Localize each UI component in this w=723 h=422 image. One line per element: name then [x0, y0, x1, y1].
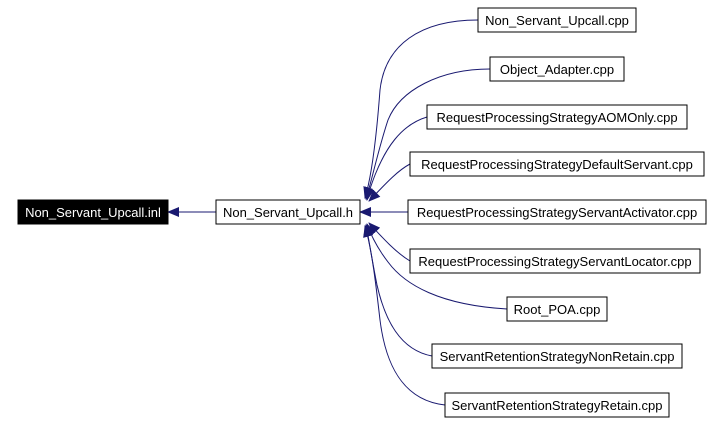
edge-includer-8 — [363, 224, 433, 357]
node-includer-label: Non_Servant_Upcall.cpp — [485, 13, 629, 28]
node-includer-6[interactable]: RequestProcessingStrategyServantLocator.… — [409, 248, 701, 274]
node-includer-5[interactable]: RequestProcessingStrategyServantActivato… — [407, 199, 707, 225]
node-root[interactable]: Non_Servant_Upcall.inl — [17, 199, 169, 225]
node-includer-1[interactable]: Non_Servant_Upcall.cpp — [477, 7, 637, 33]
edge-includer-4 — [368, 163, 411, 202]
nodes: Non_Servant_Upcall.inl Non_Servant_Upcal… — [17, 7, 707, 418]
node-includer-7[interactable]: Root_POA.cpp — [506, 296, 608, 322]
node-root-label: Non_Servant_Upcall.inl — [25, 205, 161, 220]
edge-includer-2 — [364, 68, 491, 200]
node-includer-3[interactable]: RequestProcessingStrategyAOMOnly.cpp — [426, 104, 688, 130]
node-includer-4[interactable]: RequestProcessingStrategyDefaultServant.… — [409, 151, 705, 177]
edges — [167, 19, 508, 406]
node-header-label: Non_Servant_Upcall.h — [223, 205, 353, 220]
node-includer-label: Root_POA.cpp — [514, 302, 601, 317]
node-includer-label: RequestProcessingStrategyDefaultServant.… — [421, 157, 693, 172]
node-includer-8[interactable]: ServantRetentionStrategyNonRetain.cpp — [431, 343, 683, 369]
node-includer-label: ServantRetentionStrategyNonRetain.cpp — [440, 349, 675, 364]
edge-includer-1 — [363, 19, 479, 199]
node-includer-2[interactable]: Object_Adapter.cpp — [489, 56, 625, 82]
node-header[interactable]: Non_Servant_Upcall.h — [215, 199, 361, 225]
node-includer-label: Object_Adapter.cpp — [500, 62, 614, 77]
node-includer-9[interactable]: ServantRetentionStrategyRetain.cpp — [444, 392, 670, 418]
node-includer-label: ServantRetentionStrategyRetain.cpp — [451, 398, 662, 413]
node-includer-label: RequestProcessingStrategyServantActivato… — [417, 205, 697, 220]
node-includer-label: RequestProcessingStrategyAOMOnly.cpp — [436, 110, 677, 125]
node-includer-label: RequestProcessingStrategyServantLocator.… — [418, 254, 691, 269]
edge-includer-9 — [363, 225, 446, 406]
